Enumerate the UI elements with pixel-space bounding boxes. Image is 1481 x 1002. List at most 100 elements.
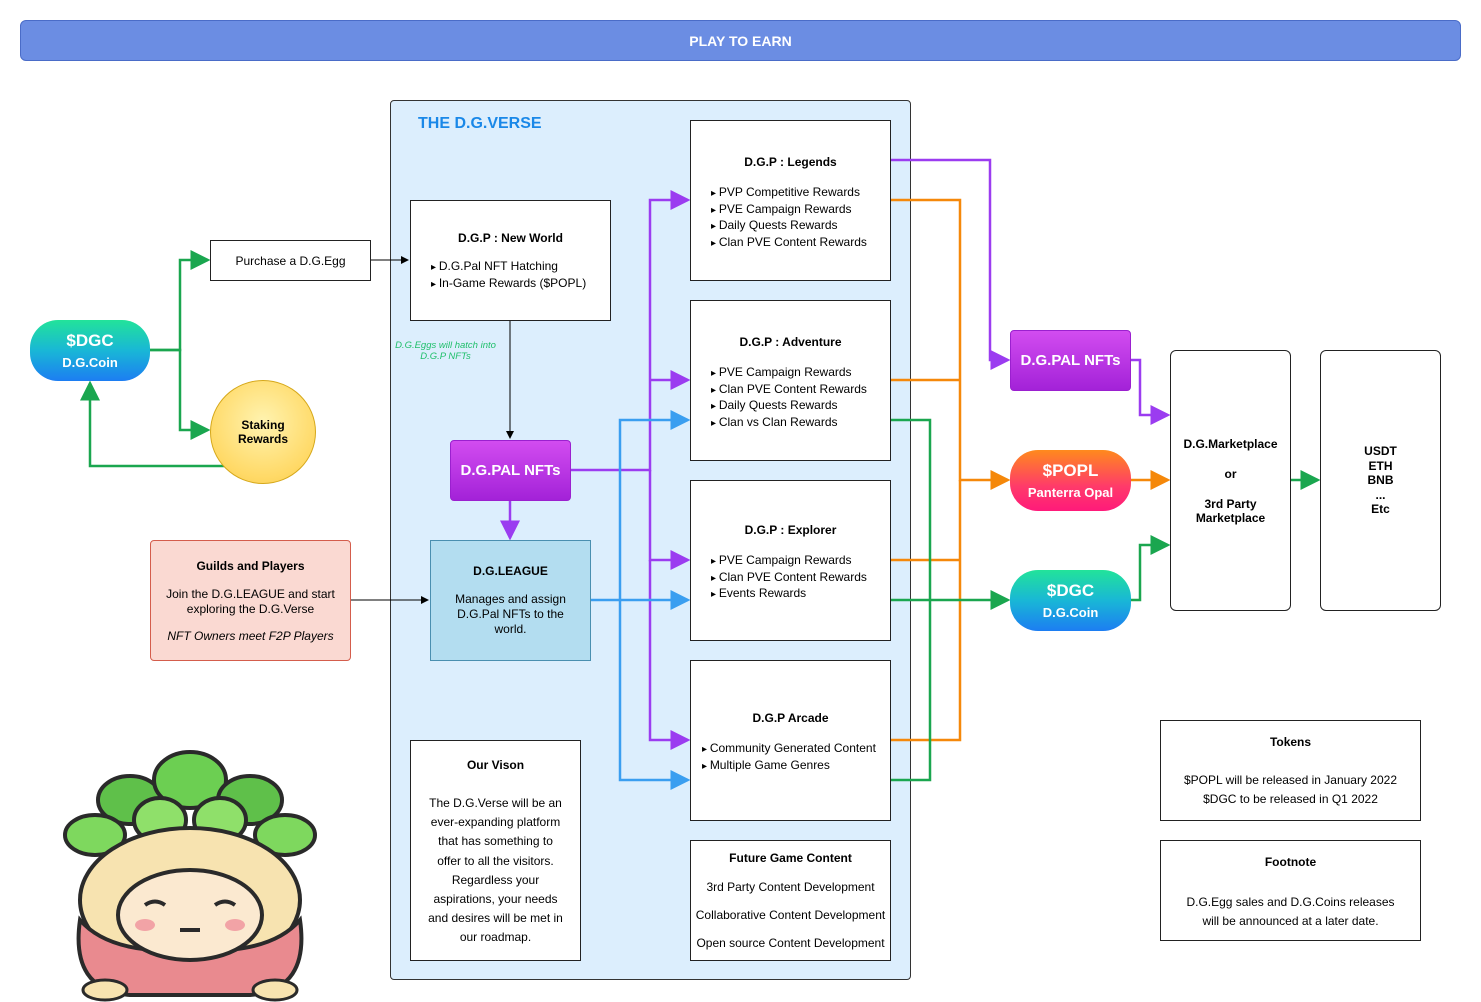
adventure-list: PVE Campaign Rewards Clan PVE Content Re… [711,365,890,431]
purchase-egg-label: Purchase a D.G.Egg [235,253,346,268]
adventure-box: D.G.P : Adventure PVE Campaign Rewards C… [690,300,891,461]
guilds-title: Guilds and Players [196,558,305,573]
future-title: Future Game Content [729,851,852,865]
edge-staking-dgc [80,380,226,468]
popl-title: $POPL [1042,461,1099,480]
edge-dgc-purchase [150,250,211,352]
tokens-box: Tokens $POPL will be released in January… [1160,720,1421,821]
tokens-line: $POPL will be released in January 2022 [1183,773,1398,787]
dgc-right-subtitle: D.G.Coin [1042,605,1099,620]
tokens-title: Tokens [1269,735,1312,749]
dgpal-nfts-center-label: D.G.PAL NFTs [460,462,561,479]
dgverse-title: THE D.G.VERSE [418,115,542,132]
currencies-box: USDT ETH BNB ... Etc [1320,350,1441,611]
marketplace-line3: 3rd Party Marketplace [1195,496,1266,525]
list-item: Daily Quests Rewards [711,398,890,415]
guilds-note: NFT Owners meet F2P Players [167,628,334,643]
popl-subtitle: Panterra Opal [1027,485,1114,500]
vision-text: The D.G.Verse will be an ever-expanding … [428,796,563,945]
dgc-token-left: $DGC D.G.Coin [30,320,150,381]
title-bar: PLAY TO EARN [20,20,1461,61]
currency-item: BNB [1367,473,1394,488]
list-item: PVE Campaign Rewards [711,365,890,382]
list-item: PVE Campaign Rewards [711,553,890,570]
dgc-left-subtitle: D.G.Coin [62,355,118,370]
dgc-token-right: $DGC D.G.Coin [1010,570,1131,631]
list-item: Clan vs Clan Rewards [711,415,890,432]
list-item: PVP Competitive Rewards [711,185,890,202]
guilds-text: Join the D.G.LEAGUE and start exploring … [166,586,335,616]
explorer-title: D.G.P : Explorer [744,523,837,537]
arcade-title: D.G.P Arcade [752,711,829,725]
list-item: D.G.Pal NFT Hatching [431,259,610,276]
currency-item: USDT [1364,444,1397,459]
edge-dgc-market [1130,535,1171,602]
page-title: PLAY TO EARN [689,32,792,49]
tokens-line: $DGC to be released in Q1 2022 [1203,792,1378,806]
future-content-box: Future Game Content 3rd Party Content De… [690,840,891,961]
edge-arcade-popl [890,480,962,742]
marketplace-line2: or [1224,466,1237,481]
list-item: Community Generated Content [702,741,890,758]
new-world-title: D.G.P : New World [458,231,563,245]
footnote-box: Footnote D.G.Egg sales and D.G.Coins rel… [1160,840,1421,941]
legends-box: D.G.P : Legends PVP Competitive Rewards … [690,120,891,281]
edge-legends-palnfts [890,158,1011,370]
currency-item: ETH [1368,458,1393,473]
edge-dgc-staking [150,348,211,440]
future-item: Open source Content Development [696,936,885,950]
list-item: Clan PVE Content Rewards [711,235,890,252]
list-item: Clan PVE Content Rewards [711,382,890,399]
list-item: Daily Quests Rewards [711,218,890,235]
legends-list: PVP Competitive Rewards PVE Campaign Rew… [711,185,890,251]
footnote-text: D.G.Egg sales and D.G.Coins releases wil… [1186,895,1395,928]
vision-box: Our Vison The D.G.Verse will be an ever-… [410,740,581,961]
vision-title: Our Vison [466,758,525,772]
arcade-list: Community Generated Content Multiple Gam… [702,741,890,774]
list-item: In-Game Rewards ($POPL) [431,276,610,293]
staking-rewards-label: Staking Rewards [237,418,289,446]
future-item: 3rd Party Content Development [706,880,875,894]
marketplace-line1: D.G.Marketplace [1183,436,1278,451]
new-world-box: D.G.P : New World D.G.Pal NFT Hatching I… [410,200,611,321]
edge-arcade-dgc [890,600,932,782]
legends-title: D.G.P : Legends [744,155,837,169]
edge-legends-popl [890,198,1011,490]
edge-league-games [590,410,691,602]
dgleague-box: D.G.LEAGUE Manages and assign D.G.Pal NF… [430,540,591,661]
edge-palnfts-market [1130,358,1171,425]
edge-pal-explorer [648,470,691,570]
currency-item: ... [1375,487,1386,502]
marketplace-box: D.G.Marketplace or 3rd Party Marketplace [1170,350,1291,611]
dgc-right-title: $DGC [1046,581,1095,600]
list-item: Events Rewards [711,586,890,603]
footnote-title: Footnote [1264,855,1317,869]
dgpal-nfts-center: D.G.PAL NFTs [450,440,571,501]
edge-pal-games [570,190,691,472]
list-item: Clan PVE Content Rewards [711,570,890,587]
dgleague-title: D.G.LEAGUE [473,564,548,578]
new-world-list: D.G.Pal NFT Hatching In-Game Rewards ($P… [431,259,610,292]
dgleague-text: Manages and assign D.G.Pal NFTs to the w… [455,592,566,636]
edge-pal-arcade [648,560,691,750]
dgpal-nfts-right-label: D.G.PAL NFTs [1020,352,1121,369]
arcade-box: D.G.P Arcade Community Generated Content… [690,660,891,821]
adventure-title: D.G.P : Adventure [739,335,842,349]
edge-adventure-dgc [890,418,932,600]
edge-league-arcade [618,600,691,790]
staking-rewards-circle: Staking Rewards [210,380,316,484]
currency-item: Etc [1371,502,1390,517]
list-item: PVE Campaign Rewards [711,202,890,219]
guilds-players-box: Guilds and Players Join the D.G.LEAGUE a… [150,540,351,661]
popl-token: $POPL Panterra Opal [1010,450,1131,511]
explorer-list: PVE Campaign Rewards Clan PVE Content Re… [711,553,890,603]
explorer-box: D.G.P : Explorer PVE Campaign Rewards Cl… [690,480,891,641]
dgpal-nfts-right: D.G.PAL NFTs [1010,330,1131,391]
future-item: Collaborative Content Development [695,908,886,922]
list-item: Multiple Game Genres [702,758,890,775]
hatch-note: D.G.Eggs will hatch into D.G.P NFTs [395,340,496,362]
purchase-egg-box: Purchase a D.G.Egg [210,240,371,281]
dgc-left-title: $DGC [66,331,114,350]
mascot-illustration [63,750,317,1002]
